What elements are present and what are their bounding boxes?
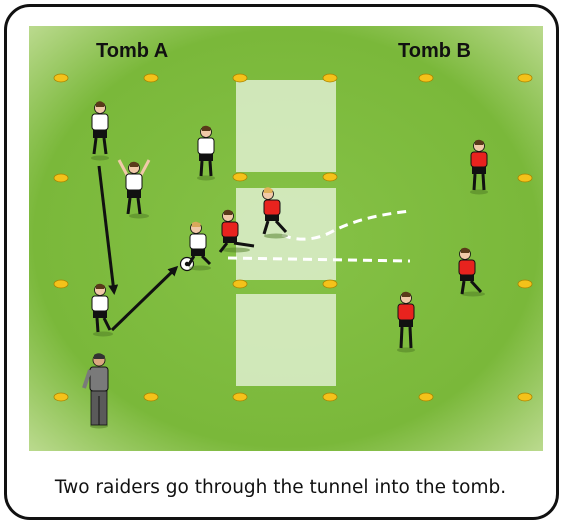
cone-icon bbox=[53, 392, 69, 402]
coach-icon bbox=[82, 353, 109, 429]
cone-icon bbox=[232, 73, 248, 83]
cone-icon bbox=[322, 279, 338, 289]
cone-icon bbox=[143, 392, 159, 402]
red-player-icon bbox=[397, 291, 415, 353]
cone-icon bbox=[322, 172, 338, 182]
cone-icon bbox=[517, 279, 533, 289]
tomb-b-label: Tomb B bbox=[398, 40, 471, 62]
zone-bottom bbox=[236, 294, 336, 386]
cone-icon bbox=[517, 173, 533, 183]
zone-middle bbox=[236, 188, 336, 280]
red-player-icon bbox=[458, 247, 485, 297]
cone-icon bbox=[517, 392, 533, 402]
run-path-lower bbox=[227, 256, 411, 263]
red-player-icon bbox=[218, 209, 255, 253]
white-player-icon bbox=[91, 101, 109, 161]
white-player-icon bbox=[197, 125, 215, 181]
white-player-icon bbox=[91, 283, 113, 337]
caption: Two raiders go through the tunnel into t… bbox=[54, 477, 507, 498]
zone-top bbox=[236, 80, 336, 172]
arrow-pass bbox=[110, 265, 179, 332]
cone-icon bbox=[53, 173, 69, 183]
cone-icon bbox=[517, 73, 533, 83]
run-path-upper bbox=[281, 209, 411, 241]
run-paths bbox=[227, 209, 411, 263]
cone-icon bbox=[418, 73, 434, 83]
cone-icon bbox=[53, 279, 69, 289]
red-player-icon bbox=[470, 139, 488, 195]
cone-icon bbox=[418, 392, 434, 402]
cone-icon bbox=[232, 172, 248, 182]
white-player-icon bbox=[186, 221, 212, 271]
arrows bbox=[97, 165, 179, 332]
cone-icon bbox=[322, 392, 338, 402]
cone-icon bbox=[53, 73, 69, 83]
cone-icon bbox=[322, 73, 338, 83]
cones bbox=[53, 73, 533, 402]
cone-icon bbox=[232, 279, 248, 289]
white-player-icon bbox=[117, 159, 151, 219]
cone-icon bbox=[143, 73, 159, 83]
arrow-run bbox=[97, 165, 119, 295]
cone-icon bbox=[232, 392, 248, 402]
red-player-icon bbox=[262, 187, 288, 239]
tomb-a-label: Tomb A bbox=[96, 40, 168, 62]
